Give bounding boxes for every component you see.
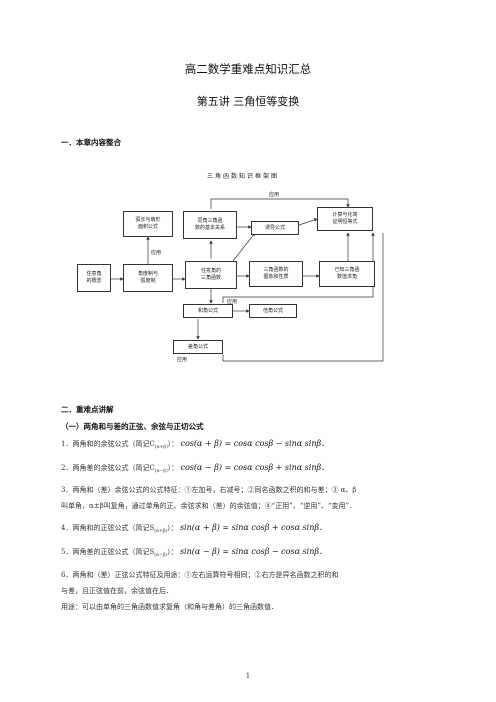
- box-calc-simplify: 计算与化简 证明恒等式: [317, 207, 373, 231]
- formula-5-number: 5．: [61, 548, 73, 556]
- box-calc-simplify-label: 计算与化简 证明恒等式: [332, 212, 358, 225]
- formula-line-2: 2．两角差的余弦公式（简记C(α−β)）： cos(α − β) = cosα …: [61, 462, 329, 474]
- formula-4-sub: (α+β): [154, 529, 168, 534]
- formula-5-sub: (α−β): [154, 553, 168, 558]
- box-known-value-label: 已知三角函 数值求角: [334, 267, 360, 280]
- label-application-top: 应用: [269, 192, 280, 198]
- note-3-line-2: 叫单角，α±β叫复角，通过单角的正、余弦求和（差）的余弦值；④“正用”、“逆用”…: [61, 502, 357, 510]
- formula-5-text: 两角差的正弦公式（简记S: [72, 548, 155, 556]
- formula-1-tail: ）：: [167, 440, 179, 448]
- box-trig-function: 任意角的 三角函数: [185, 261, 237, 289]
- formula-2-text: 两角差的余弦公式（简记C: [72, 464, 155, 472]
- section-heading-1: 一．本章内容整合: [61, 138, 121, 147]
- diagram-title: 三角函数知识框架图: [206, 173, 279, 180]
- box-arc-length: 弧长与扇形 面积公式: [123, 211, 173, 237]
- formula-2-math: cos(α − β) = cosα cosβ + sinα sinβ．: [180, 463, 330, 472]
- lecture-title: 第五讲 三角恒等变换: [196, 95, 300, 108]
- box-arc-length-label: 弧长与扇形 面积公式: [135, 217, 161, 230]
- box-any-angle: 任意角 的概念: [77, 264, 111, 292]
- diagram-connectors: [111, 198, 384, 362]
- box-diff-formula-label: 差角公式: [187, 343, 208, 350]
- formula-5-math: sin(α − β) = sinα cosβ − cosα sinβ．: [179, 547, 327, 556]
- knowledge-diagram: 三角函数知识框架图: [73, 161, 413, 383]
- formula-2-sub: (α−β): [154, 469, 168, 474]
- formula-1-math: cos(α + β) = cosα cosβ − sinα sinβ．: [180, 439, 330, 448]
- box-basic-relations-label: 同角三角函 数的基本关系: [194, 218, 225, 231]
- box-trig-function-label: 任意角的 三角函数: [200, 268, 221, 281]
- formula-4-text: 两角和的正弦公式（简记S: [72, 524, 155, 532]
- box-sum-formula: 和角公式: [183, 304, 233, 318]
- formula-5-tail: ）：: [167, 548, 178, 556]
- section-heading-2: 二．重难点讲解: [61, 405, 114, 414]
- formula-line-5: 5．两角差的正弦公式（简记S(α−β)）： sin(α − β) = sinα …: [61, 546, 327, 558]
- box-radian-label: 角度制与 弧度制: [137, 271, 158, 284]
- page-title: 高二数学重难点知识汇总: [184, 62, 312, 76]
- box-radian: 角度制与 弧度制: [123, 264, 173, 292]
- note-3-line-1: 3．两角和（差）余弦公式的公式特征：①左加号，右减号；②同名函数之积的和与差；③…: [61, 486, 357, 494]
- formula-2-number: 2．: [61, 464, 73, 472]
- box-graph-properties: 三角函数的 图象和性质: [249, 261, 303, 287]
- formula-line-1: 1．两角和的余弦公式（简记C(α+β)）： cos(α + β) = cosα …: [61, 438, 329, 450]
- note-6-line-1: 6．两角和（差）正弦公式特征及用途：①左右运算符号相同；②右方是异名函数之积的和: [61, 571, 339, 579]
- formula-4-math: sin(α + β) = sinα cosβ + cosα sinβ．: [179, 523, 327, 532]
- box-induced-formula: 诱导公式: [251, 221, 299, 235]
- box-double-formula-label: 倍角公式: [262, 307, 283, 314]
- label-application-sum: 应用: [227, 299, 238, 305]
- formula-1-sub: (α+β): [154, 445, 168, 450]
- formula-2-tail: ）：: [167, 464, 179, 472]
- usage-note: 用途：可以由单角的三角函数值求复角（和角与差角）的三角函数值．: [61, 603, 278, 611]
- box-sum-formula-label: 和角公式: [197, 307, 218, 314]
- box-double-formula: 倍角公式: [249, 304, 297, 318]
- formula-1-text: 两角和的余弦公式（简记C: [72, 440, 155, 448]
- box-diff-formula: 差角公式: [173, 340, 223, 354]
- box-any-angle-label: 任意角 的概念: [86, 271, 102, 284]
- box-graph-properties-label: 三角函数的 图象和性质: [263, 267, 289, 280]
- box-known-value: 已知三角函 数值求角: [319, 261, 375, 287]
- formula-line-4: 4．两角和的正弦公式（简记S(α+β)）： sin(α + β) = sinα …: [61, 522, 327, 534]
- box-basic-relations: 同角三角函 数的基本关系: [183, 211, 237, 239]
- note-6-line-2: 与差，且正弦值在前，余弦值在后．: [61, 587, 173, 595]
- box-induced-formula-label: 诱导公式: [264, 224, 285, 231]
- formula-4-number: 4．: [61, 524, 73, 532]
- subsection-heading-1: （一）两角和与差的正弦、余弦与正切公式: [61, 422, 204, 431]
- page-number: 1: [245, 672, 251, 680]
- formula-1-number: 1．: [61, 440, 73, 448]
- formula-4-tail: ）：: [167, 524, 178, 532]
- label-application-diff: 应用: [177, 357, 188, 363]
- label-application-mid: 应用: [151, 250, 162, 256]
